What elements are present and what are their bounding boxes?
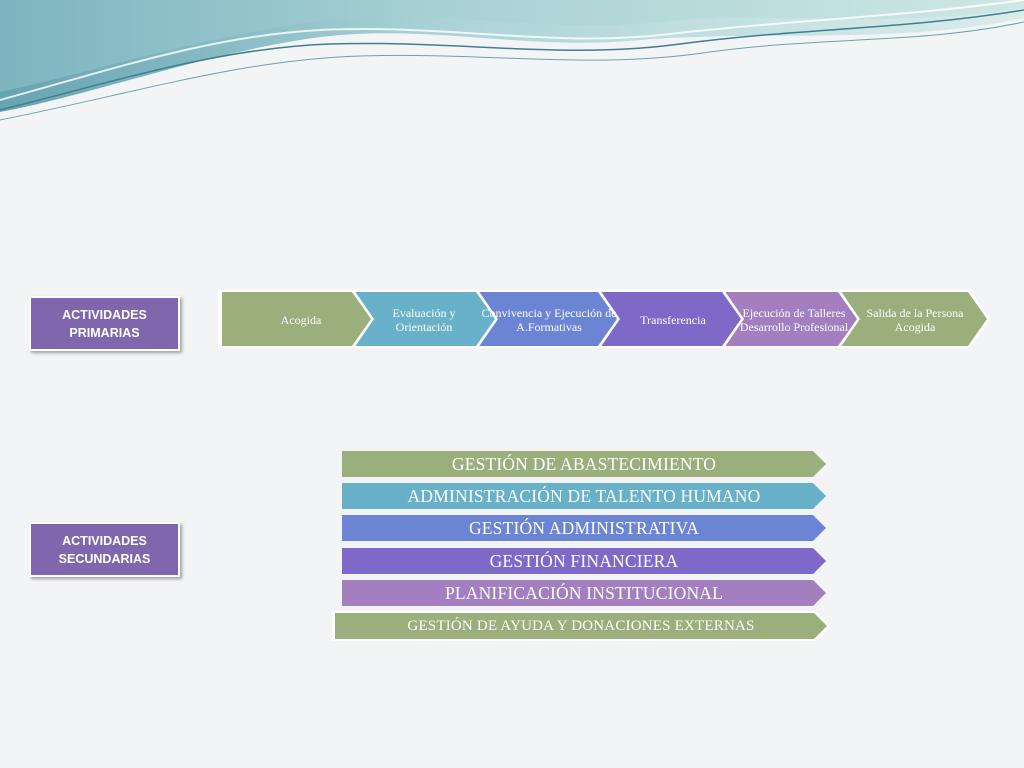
chevron-step-3-label: Convivencia y Ejecución de A.Formativas	[481, 306, 617, 334]
secondary-bar-planificacion: PLANIFICACIÓN INSTITUCIONAL	[342, 580, 826, 606]
chevron-step-6	[836, 290, 990, 348]
primary-activities-label: ACTIVIDADES PRIMARIAS	[29, 296, 180, 351]
secondary-activities-label-text: ACTIVIDADES SECUNDARIAS	[58, 533, 151, 566]
secondary-bar-administrativa: GESTIÓN ADMINISTRATIVA	[342, 515, 826, 541]
chevron-step-5	[718, 290, 860, 348]
chevron-step-1-label: Acogida	[280, 313, 322, 327]
chevron-step-2-label: Evaluación y Orientación	[392, 306, 456, 334]
chevron-step-1	[218, 290, 374, 348]
secondary-bar-talento-humano: ADMINISTRACIÓN DE TALENTO HUMANO	[342, 483, 826, 509]
primary-process-chevrons	[218, 290, 990, 348]
primary-activities-label-text: ACTIVIDADES PRIMARIAS	[62, 307, 147, 340]
header-wave-decoration	[0, 0, 1024, 121]
chevron-step-3	[472, 290, 620, 348]
secondary-activities-label: ACTIVIDADES SECUNDARIAS	[29, 522, 180, 577]
chevron-step-6-label: Salida de la Persona Acogida	[866, 306, 964, 334]
chevron-step-2	[348, 290, 498, 348]
chevron-step-4-label: Transferencia	[640, 313, 706, 327]
chevron-step-5-label: Ejecución de Talleres Desarrollo Profesi…	[739, 306, 849, 334]
secondary-bar-donaciones: GESTIÓN DE AYUDA Y DONACIONES EXTERNAS	[335, 613, 827, 639]
chevron-step-4	[594, 290, 744, 348]
secondary-bar-abastecimiento: GESTIÓN DE ABASTECIMIENTO	[342, 451, 826, 477]
secondary-bar-financiera: GESTIÓN FINANCIERA	[342, 548, 826, 574]
